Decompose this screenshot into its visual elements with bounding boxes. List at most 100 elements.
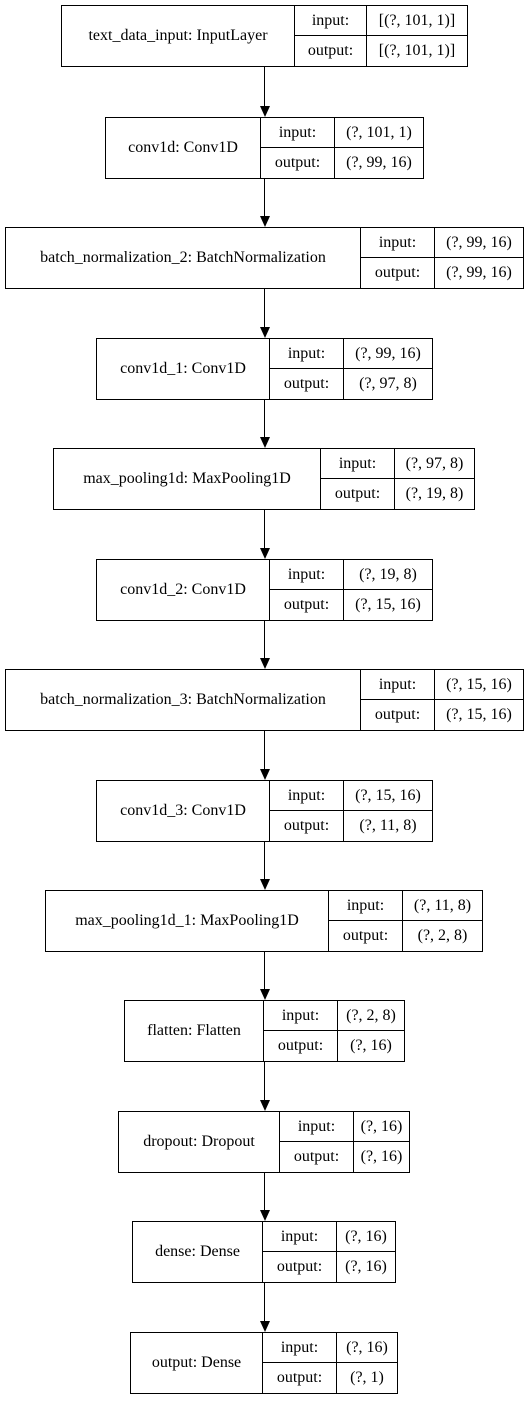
input-shape: (?, 16) (337, 1222, 395, 1252)
input-shape: (?, 99, 16) (344, 339, 432, 369)
edge-line (264, 952, 265, 989)
shape-table: input:(?, 16)output:(?, 16) (280, 1112, 409, 1172)
input-label: input: (264, 1001, 338, 1031)
input-label: input: (270, 560, 344, 590)
output-label: output: (261, 148, 335, 178)
edge-line (264, 400, 265, 437)
layer-name: output: Dense (131, 1333, 263, 1393)
arrowhead-icon (259, 216, 270, 227)
input-shape: (?, 97, 8) (395, 449, 474, 479)
output-label: output: (270, 590, 344, 620)
output-shape: (?, 11, 8) (359, 817, 417, 834)
input-label: input: (280, 1112, 354, 1142)
edge-line (264, 289, 265, 327)
layer-node: batch_normalization_3: BatchNormalizatio… (5, 669, 524, 731)
layer-node: batch_normalization_2: BatchNormalizatio… (5, 227, 524, 289)
input-shape: (?, 2, 8) (338, 1001, 404, 1031)
output-shape: (?, 16) (360, 1148, 403, 1165)
arrowhead-icon (259, 106, 270, 117)
edge-line (264, 510, 265, 548)
arrowhead-icon (259, 437, 270, 448)
input-label: input: (321, 449, 395, 479)
output-label: output: (270, 369, 344, 399)
edge-line (264, 842, 265, 879)
shape-table: input:(?, 99, 16)output:(?, 97, 8) (270, 339, 432, 399)
shape-table: input:(?, 97, 8)output:(?, 19, 8) (321, 449, 474, 509)
arrowhead-icon (259, 989, 270, 1000)
input-shape: (?, 99, 16) (435, 228, 523, 258)
input-shape: (?, 11, 8) (403, 891, 482, 921)
edge-line (264, 621, 265, 658)
layer-name: dropout: Dropout (119, 1112, 280, 1172)
output-shape: (?, 99, 16) (346, 154, 412, 171)
output-label: output: (321, 479, 395, 509)
layer-name: max_pooling1d_1: MaxPooling1D (46, 891, 329, 951)
edge-line (264, 179, 265, 216)
shape-table: input:(?, 15, 16)output:(?, 15, 16) (361, 670, 523, 730)
arrowhead-icon (259, 1210, 270, 1221)
output-shape: (?, 16) (350, 1037, 392, 1054)
layer-name: conv1d: Conv1D (106, 118, 261, 178)
input-label: input: (270, 781, 344, 811)
edge-line (264, 1173, 265, 1210)
arrowhead-icon (259, 1100, 270, 1111)
arrowhead-icon (259, 769, 270, 780)
arrowhead-icon (259, 658, 270, 669)
layer-name: batch_normalization_2: BatchNormalizatio… (6, 228, 361, 288)
edge-line (264, 731, 265, 769)
input-label: input: (263, 1333, 337, 1363)
input-shape: (?, 101, 1) (335, 118, 423, 148)
shape-table: input:(?, 11, 8)output:(?, 2, 8) (329, 891, 482, 951)
output-shape: (?, 16) (345, 1258, 387, 1275)
input-label: input: (361, 228, 435, 258)
output-label: output: (280, 1142, 354, 1172)
layer-name: flatten: Flatten (125, 1001, 264, 1061)
output-shape: (?, 99, 16) (446, 264, 512, 281)
input-label: input: (270, 339, 344, 369)
output-label: output: (270, 811, 344, 841)
shape-table: input:(?, 99, 16)output:(?, 99, 16) (361, 228, 523, 288)
arrowhead-icon (259, 548, 270, 559)
layer-name: conv1d_2: Conv1D (97, 560, 270, 620)
layer-name: conv1d_3: Conv1D (97, 781, 270, 841)
shape-table: input:(?, 19, 8)output: (?, 15, 16) (270, 560, 432, 620)
output-shape: (?, 1) (350, 1369, 384, 1386)
output-label: output: (263, 1252, 337, 1282)
layer-name: max_pooling1d: MaxPooling1D (54, 449, 321, 509)
output-label: output: (264, 1031, 338, 1061)
output-shape: (?, 15, 16) (446, 706, 512, 723)
output-shape: [(?, 101, 1)] (378, 42, 456, 59)
output-shape: (?, 2, 8) (417, 927, 468, 944)
edge-line (264, 67, 265, 106)
output-label: output: (295, 36, 367, 66)
output-label: output: (361, 700, 435, 730)
shape-table: input:(?, 2, 8)output: (?, 16) (264, 1001, 404, 1061)
input-shape: (?, 15, 16) (435, 670, 523, 700)
input-shape: (?, 16) (337, 1333, 397, 1363)
edge-line (264, 1283, 265, 1321)
input-label: input: (329, 891, 403, 921)
arrowhead-icon (259, 327, 270, 338)
arrowhead-icon (259, 1321, 270, 1332)
input-label: input: (263, 1222, 337, 1252)
input-label: input: (261, 118, 335, 148)
input-shape: (?, 19, 8) (344, 560, 432, 590)
input-label: input: (361, 670, 435, 700)
output-label: output: (263, 1363, 337, 1393)
input-label: input: (295, 6, 367, 36)
layer-name: text_data_input: InputLayer (62, 6, 295, 66)
output-shape: (?, 15, 16) (355, 596, 421, 613)
layer-name: batch_normalization_3: BatchNormalizatio… (6, 670, 361, 730)
shape-table: input:[(?, 101, 1)]output:[(?, 101, 1)] (295, 6, 467, 66)
shape-table: input:(?, 16)output:(?, 16) (263, 1222, 395, 1282)
